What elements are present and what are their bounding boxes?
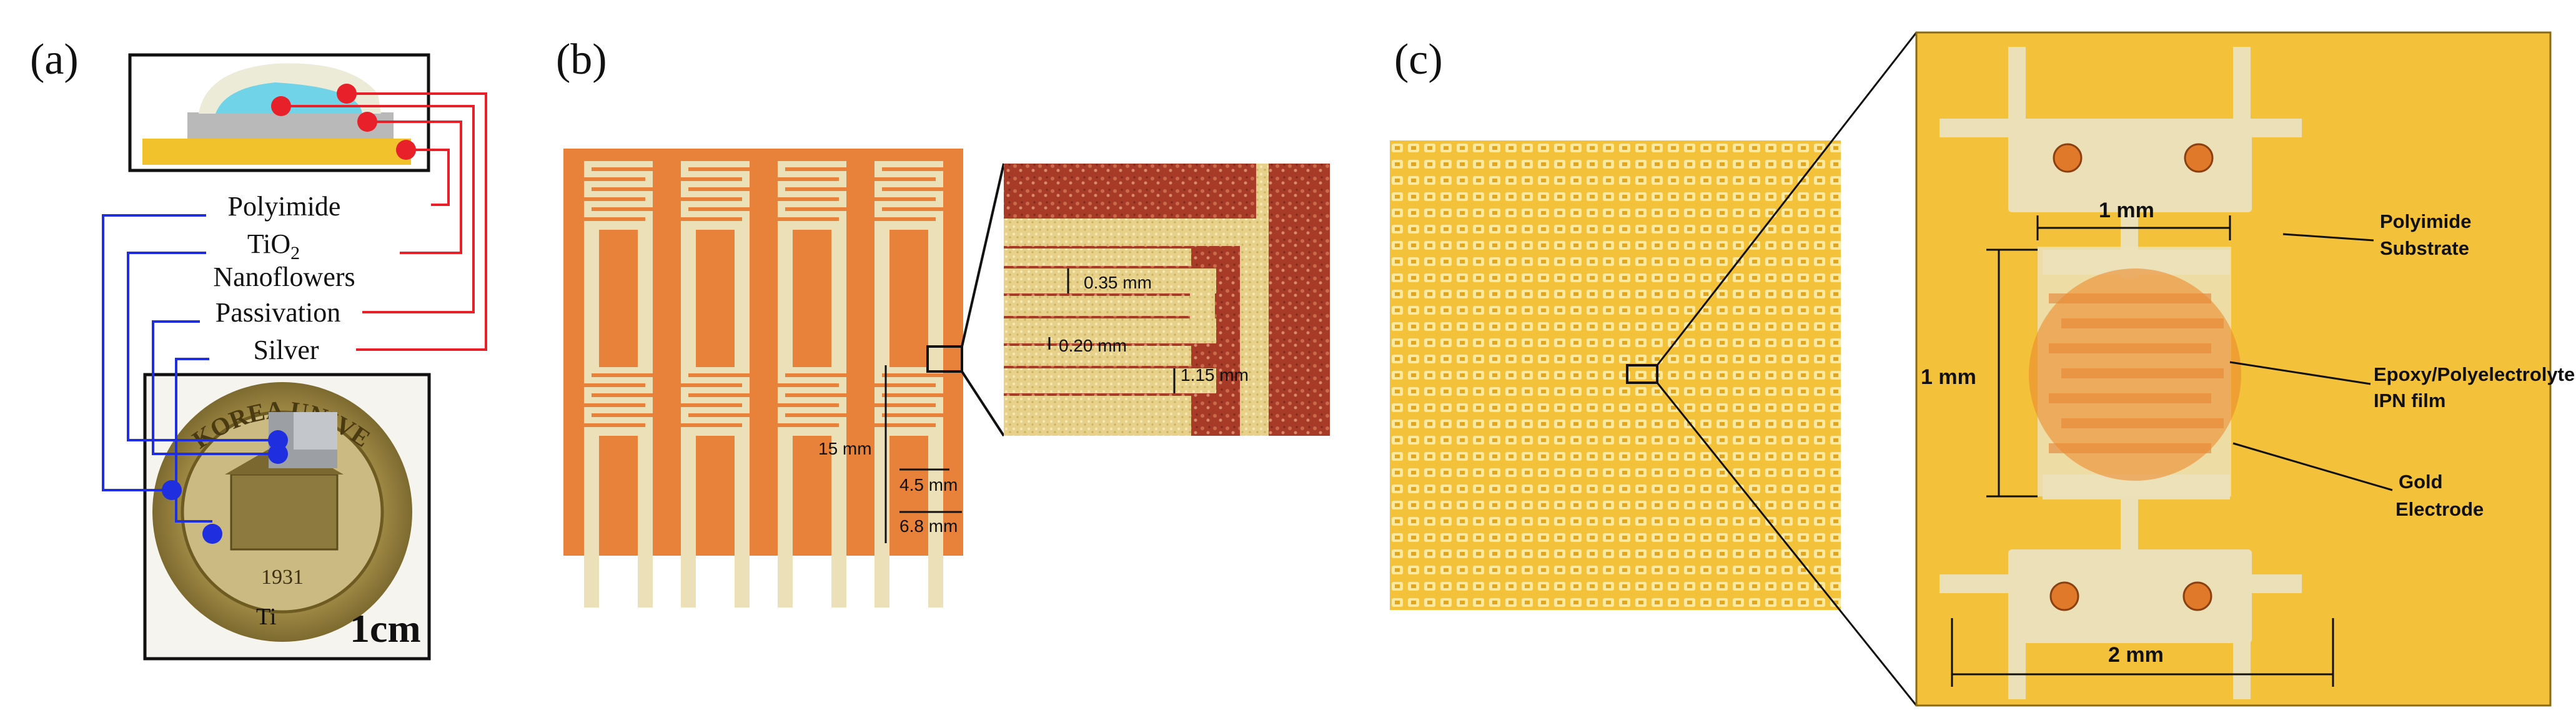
sensor-electrode: [874, 161, 943, 401]
zoom-dimension-marks: [1048, 268, 1176, 393]
svg-text:Gold: Gold: [2399, 471, 2443, 493]
sensor-electrode: [681, 367, 750, 607]
passivation-layer: [199, 63, 381, 114]
seal-ti-label: Ti: [256, 604, 276, 630]
panel-b: (b): [556, 36, 1330, 607]
panel-c: (c): [1390, 31, 2575, 707]
seal-year: 1931: [261, 566, 304, 589]
label-nanoflowers: Nanoflowers: [213, 262, 355, 292]
scale-bar-label: 1cm: [350, 606, 421, 651]
svg-text:0.20 mm: 0.20 mm: [1059, 336, 1127, 355]
zoom-dimension-text-c: 1 mm 1 mm 2 mm: [1921, 199, 2164, 667]
label-tio2: TiO2: [247, 229, 300, 263]
svg-text:15 mm: 15 mm: [818, 439, 872, 458]
svg-text:0.35 mm: 0.35 mm: [1084, 273, 1152, 292]
label-passivation: Passivation: [215, 297, 340, 328]
ipn-film: [2029, 268, 2241, 481]
panel-b-label: (b): [556, 36, 607, 84]
svg-text:2 mm: 2 mm: [2108, 643, 2164, 667]
seal-building: [230, 473, 339, 551]
red-leader-lines: [281, 92, 487, 351]
layer-labels: Polyimide TiO2 Nanoflowers Passivation S…: [213, 191, 355, 365]
sensor-electrode: [584, 367, 653, 607]
cross-section-schematic: [128, 53, 430, 172]
array-dimensions: 15 mm 4.5 mm 6.8 mm: [818, 439, 958, 536]
callout-leaders: [2229, 233, 2393, 491]
panel-c-label: (c): [1394, 36, 1443, 84]
sensor-zoom-inset: 1 mm 1 mm 2 mm Polyimide Substrate Epoxy…: [1915, 31, 2575, 707]
polyimide-layer: [142, 139, 411, 165]
array-dimension-lines: [884, 365, 962, 543]
svg-text:Electrode: Electrode: [2395, 498, 2484, 520]
svg-text:Substrate: Substrate: [2380, 237, 2469, 259]
svg-text:Epoxy/Polyelectrolyte: Epoxy/Polyelectrolyte: [2374, 363, 2575, 385]
panel-a: (a) Polyimide TiO2 Nanoflowers P: [0, 0, 487, 661]
sensor-grid: [1390, 140, 1841, 610]
zoom-box-c: [1626, 364, 1658, 384]
panel-a-label: (a): [30, 36, 79, 84]
svg-text:1.15 mm: 1.15 mm: [1181, 365, 1249, 385]
svg-text:IPN film: IPN film: [2374, 390, 2445, 411]
label-silver: Silver: [253, 335, 319, 365]
zoom-dimensions: 0.35 mm 0.20 mm 1.15 mm: [1059, 273, 1249, 385]
callouts: Polyimide Substrate Epoxy/Polyelectrolyt…: [2374, 210, 2575, 520]
blue-markers: [162, 430, 288, 544]
svg-text:4.5 mm: 4.5 mm: [899, 475, 958, 494]
svg-text:1 mm: 1 mm: [1921, 365, 1976, 389]
sensor-array: [584, 161, 943, 607]
interdigitated-fingers: [1004, 164, 1269, 436]
sensor-electrode: [778, 367, 846, 607]
svg-text:6.8 mm: 6.8 mm: [899, 516, 958, 536]
zoom-dimension-lines-c: [1951, 215, 2334, 687]
svg-text:Polyimide: Polyimide: [2380, 210, 2471, 232]
label-polyimide: Polyimide: [228, 191, 341, 222]
blue-leader-lines: [102, 214, 278, 523]
electrode-zoom-inset: 0.35 mm 0.20 mm 1.15 mm: [1004, 164, 1330, 436]
zoom-box: [926, 345, 963, 373]
svg-text:1 mm: 1 mm: [2099, 199, 2154, 222]
red-markers: [271, 84, 416, 160]
